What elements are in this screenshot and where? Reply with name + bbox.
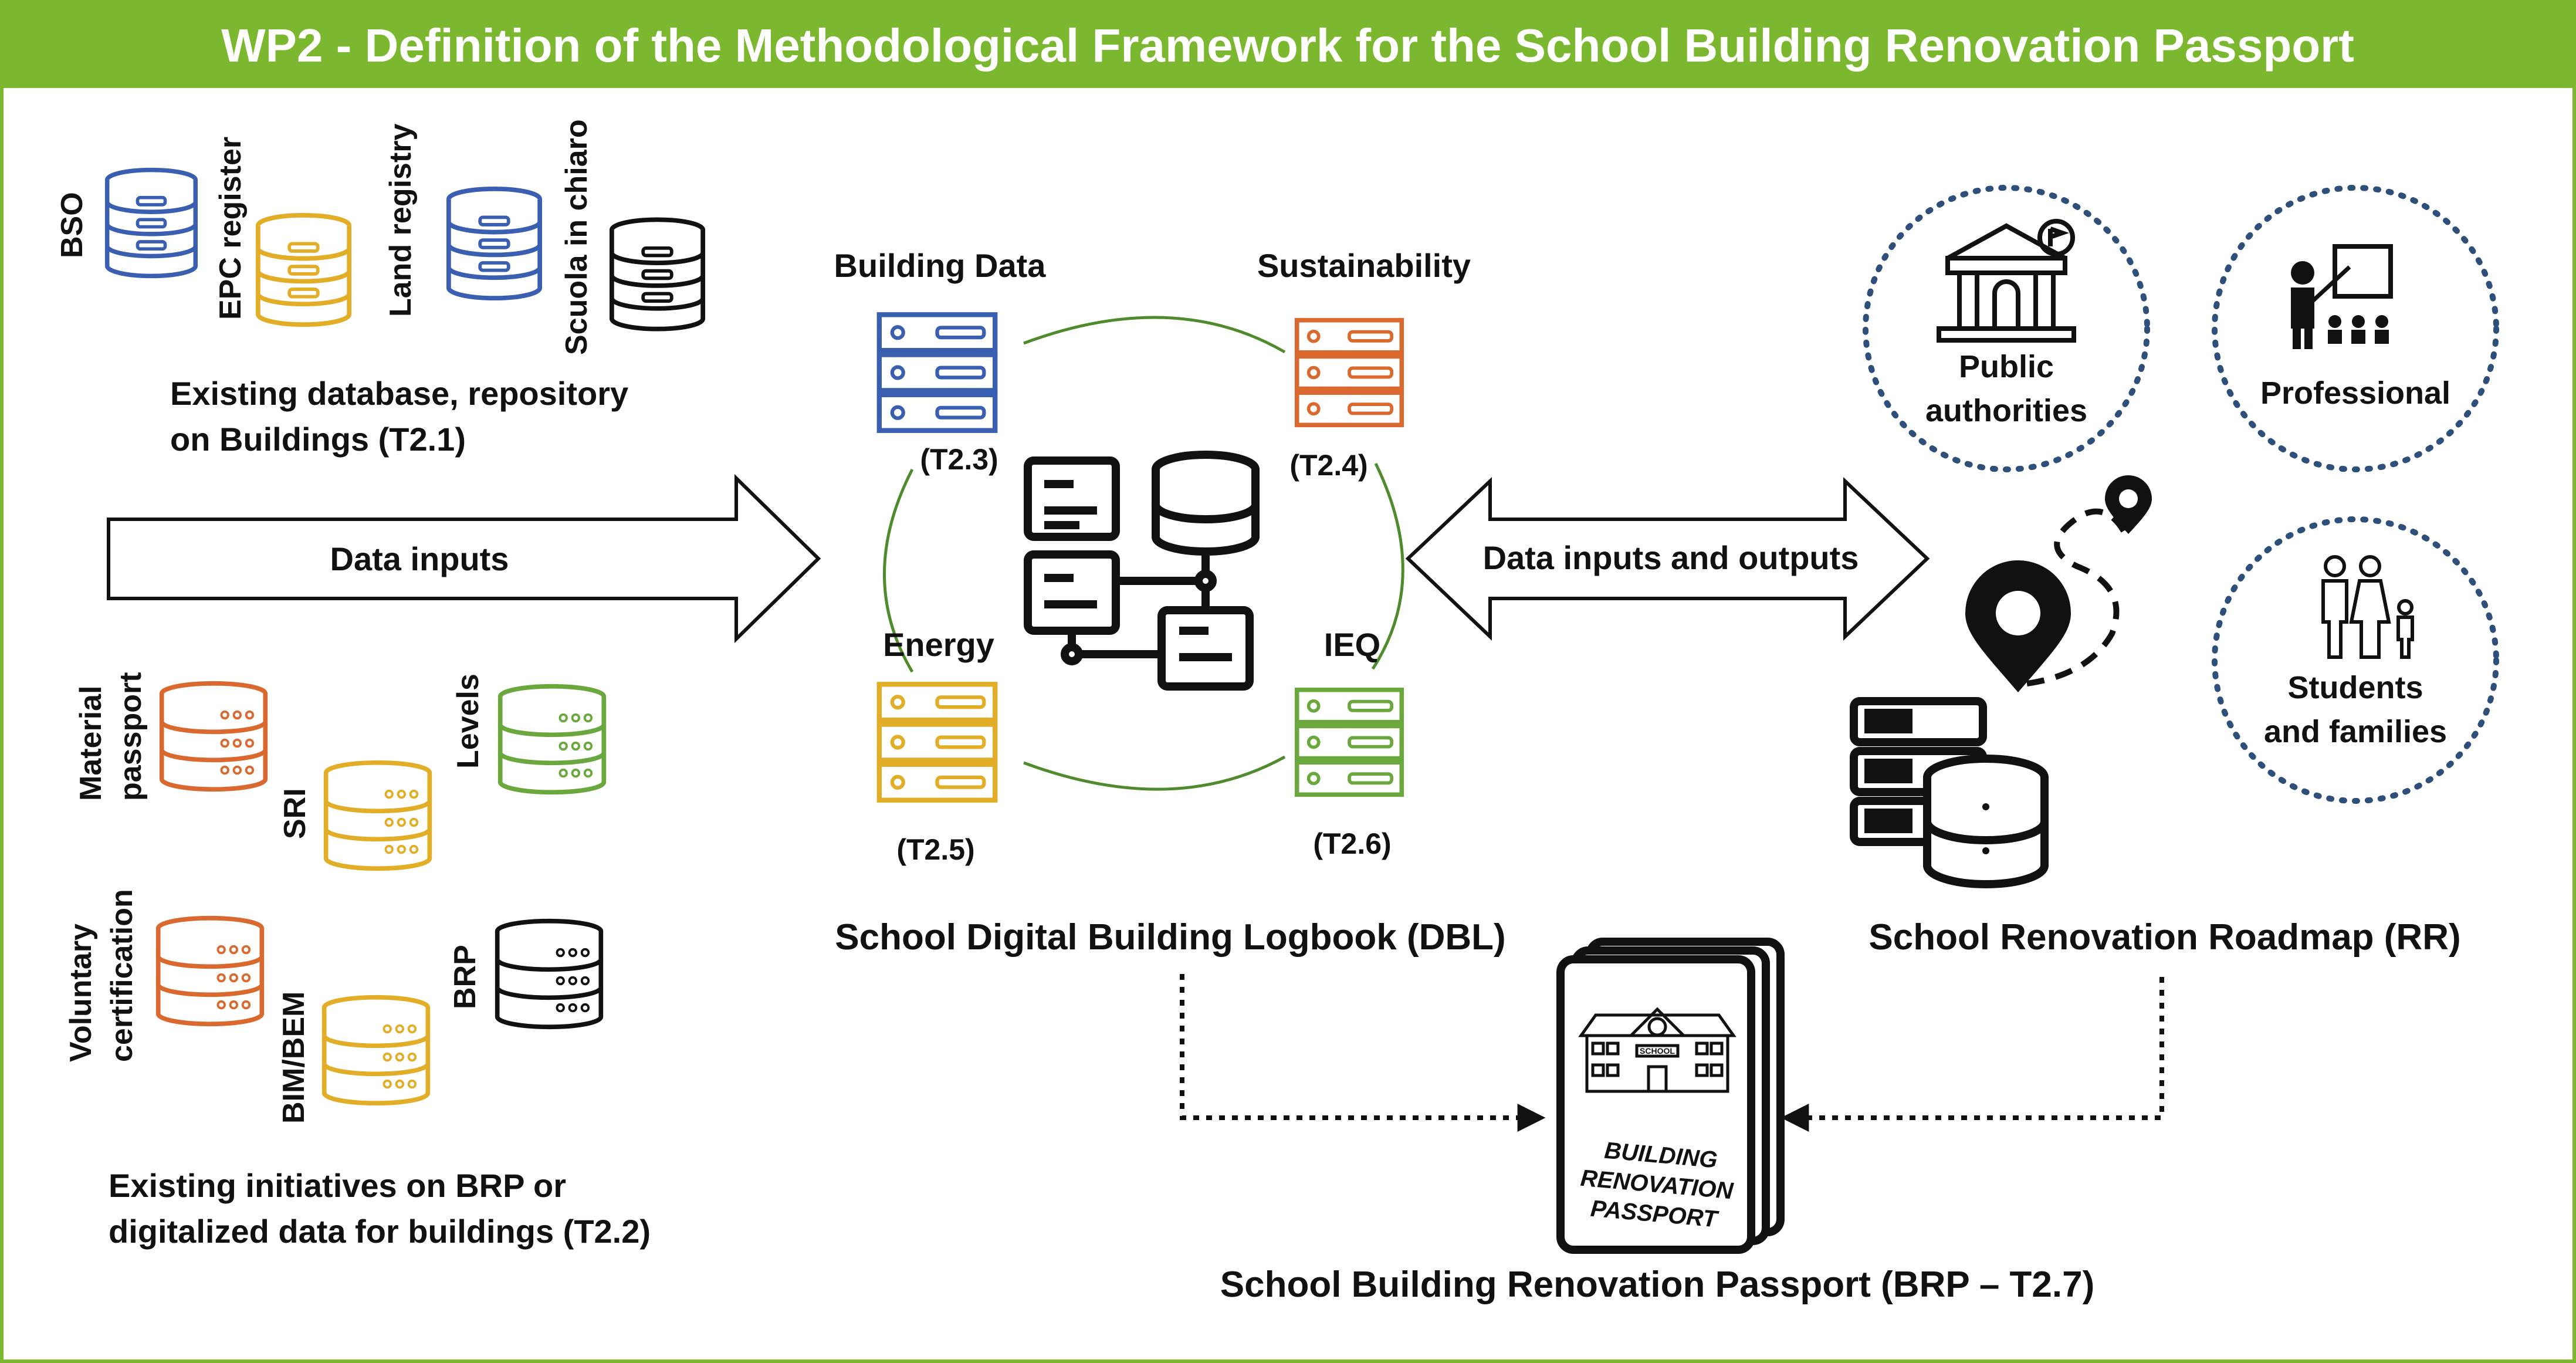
caption-t22-line2: digitalized data for buildings (T2.2) xyxy=(109,1213,651,1250)
stakeholder-label-students: Students xyxy=(2287,670,2423,705)
label-passport: passport xyxy=(114,672,148,801)
flow-arrow-dbl-to-brp xyxy=(1180,974,1546,1132)
caption-t21-line2: on Buildings (T2.1) xyxy=(170,421,466,458)
stakeholder-label-public: Public xyxy=(1959,349,2054,384)
label-land-registry: Land registry xyxy=(384,124,418,317)
module-name-ieq: IEQ xyxy=(1324,626,1380,663)
module-task-t26: (T2.6) xyxy=(1313,827,1391,860)
database-icon-sri xyxy=(326,763,430,868)
stakeholder-label-professional: Professional xyxy=(2260,376,2450,411)
connector-left xyxy=(883,468,914,673)
database-group-t21: BSO EPC register Land registry Scuola in… xyxy=(55,119,703,458)
module-name-energy: Energy xyxy=(883,626,994,663)
label-epc-register: EPC register xyxy=(214,137,248,320)
school-sign: SCHOOL xyxy=(1640,1046,1675,1056)
connector-bottom xyxy=(1023,755,1286,791)
database-icon-land-registry xyxy=(449,189,540,298)
label-levels: Levels xyxy=(451,674,485,769)
module-task-t25: (T2.5) xyxy=(896,833,974,866)
caption-t22-line1: Existing initiatives on BRP or xyxy=(109,1167,566,1204)
stakeholder-professional: Professional xyxy=(2212,185,2499,472)
logbook-title: School Digital Building Logbook (DBL) xyxy=(835,917,1505,958)
data-inputs-outputs-label: Data inputs and outputs xyxy=(1483,539,1859,576)
passport-title: School Building Renovation Passport (BRP… xyxy=(1220,1264,2094,1305)
data-inputs-outputs-arrow xyxy=(1405,477,1930,641)
logbook-cluster: Building Data (T2.3) Sustainability (T2.… xyxy=(834,247,1506,958)
school-building-icon xyxy=(1578,1007,1736,1093)
label-bso: BSO xyxy=(55,192,89,258)
server-stack-icon xyxy=(1850,697,2049,888)
database-icon-material-passport xyxy=(162,684,266,789)
database-icon-voluntary-certification xyxy=(158,918,262,1024)
database-icon-levels xyxy=(500,686,604,792)
rack-icon-energy xyxy=(879,684,995,800)
database-icon-epc-register xyxy=(258,215,349,324)
connector-top xyxy=(1023,316,1286,354)
label-certification: certification xyxy=(105,889,139,1062)
route-dashed-path xyxy=(2026,508,2127,686)
label-sri: SRI xyxy=(278,788,312,839)
public-building-icon xyxy=(1937,219,2076,343)
roadmap-icon: School Renovation Roadmap (RR) xyxy=(1850,475,2461,958)
database-icon-brp xyxy=(497,921,601,1027)
module-task-t24: (T2.4) xyxy=(1289,449,1367,482)
initiative-group-t22: Material passport SRI Levels Voluntary c… xyxy=(64,672,651,1250)
flow-arrow-rr-to-brp xyxy=(1780,977,2164,1132)
rack-icon-building-data xyxy=(879,314,995,430)
rack-icon-ieq xyxy=(1297,690,1402,795)
diagram-title: WP2 - Definition of the Methodological F… xyxy=(221,19,2354,72)
label-voluntary: Voluntary xyxy=(64,924,98,1062)
label-material: Material xyxy=(74,685,108,801)
module-task-t23: (T2.3) xyxy=(920,443,998,476)
caption-t21-line1: Existing database, repository xyxy=(170,375,628,412)
label-scuola-in-chiaro: Scuola in chiaro xyxy=(560,119,594,355)
teacher-icon xyxy=(2291,244,2393,349)
data-inputs-label: Data inputs xyxy=(330,540,509,577)
database-icon-scuola-in-chiaro xyxy=(612,219,703,329)
data-inputs-arrow xyxy=(107,474,821,644)
stakeholder-label-authorities: authorities xyxy=(1925,393,2087,428)
title-bar xyxy=(0,0,2576,88)
label-bim-bem: BIM/BEM xyxy=(277,992,311,1124)
module-name-sustainability: Sustainability xyxy=(1257,247,1471,284)
database-icon-bso xyxy=(107,170,196,276)
database-icon-bim-bem xyxy=(324,997,428,1103)
data-network-icon xyxy=(1024,451,1260,691)
stakeholder-label-and-families: and families xyxy=(2264,714,2447,749)
stakeholder-students-families: Students and families xyxy=(2212,516,2499,804)
label-brp: BRP xyxy=(448,945,482,1009)
rack-icon-sustainability xyxy=(1297,320,1402,425)
connector-right xyxy=(1371,462,1404,670)
passport-booklet-icon: SCHOOL BUILDING RENOVATION PASSPORT xyxy=(1556,938,1785,1254)
family-icon xyxy=(2321,555,2414,659)
stakeholder-public-authorities: Public authorities xyxy=(1863,185,2150,472)
module-name-building-data: Building Data xyxy=(834,247,1047,284)
roadmap-title: School Renovation Roadmap (RR) xyxy=(1868,917,2460,958)
